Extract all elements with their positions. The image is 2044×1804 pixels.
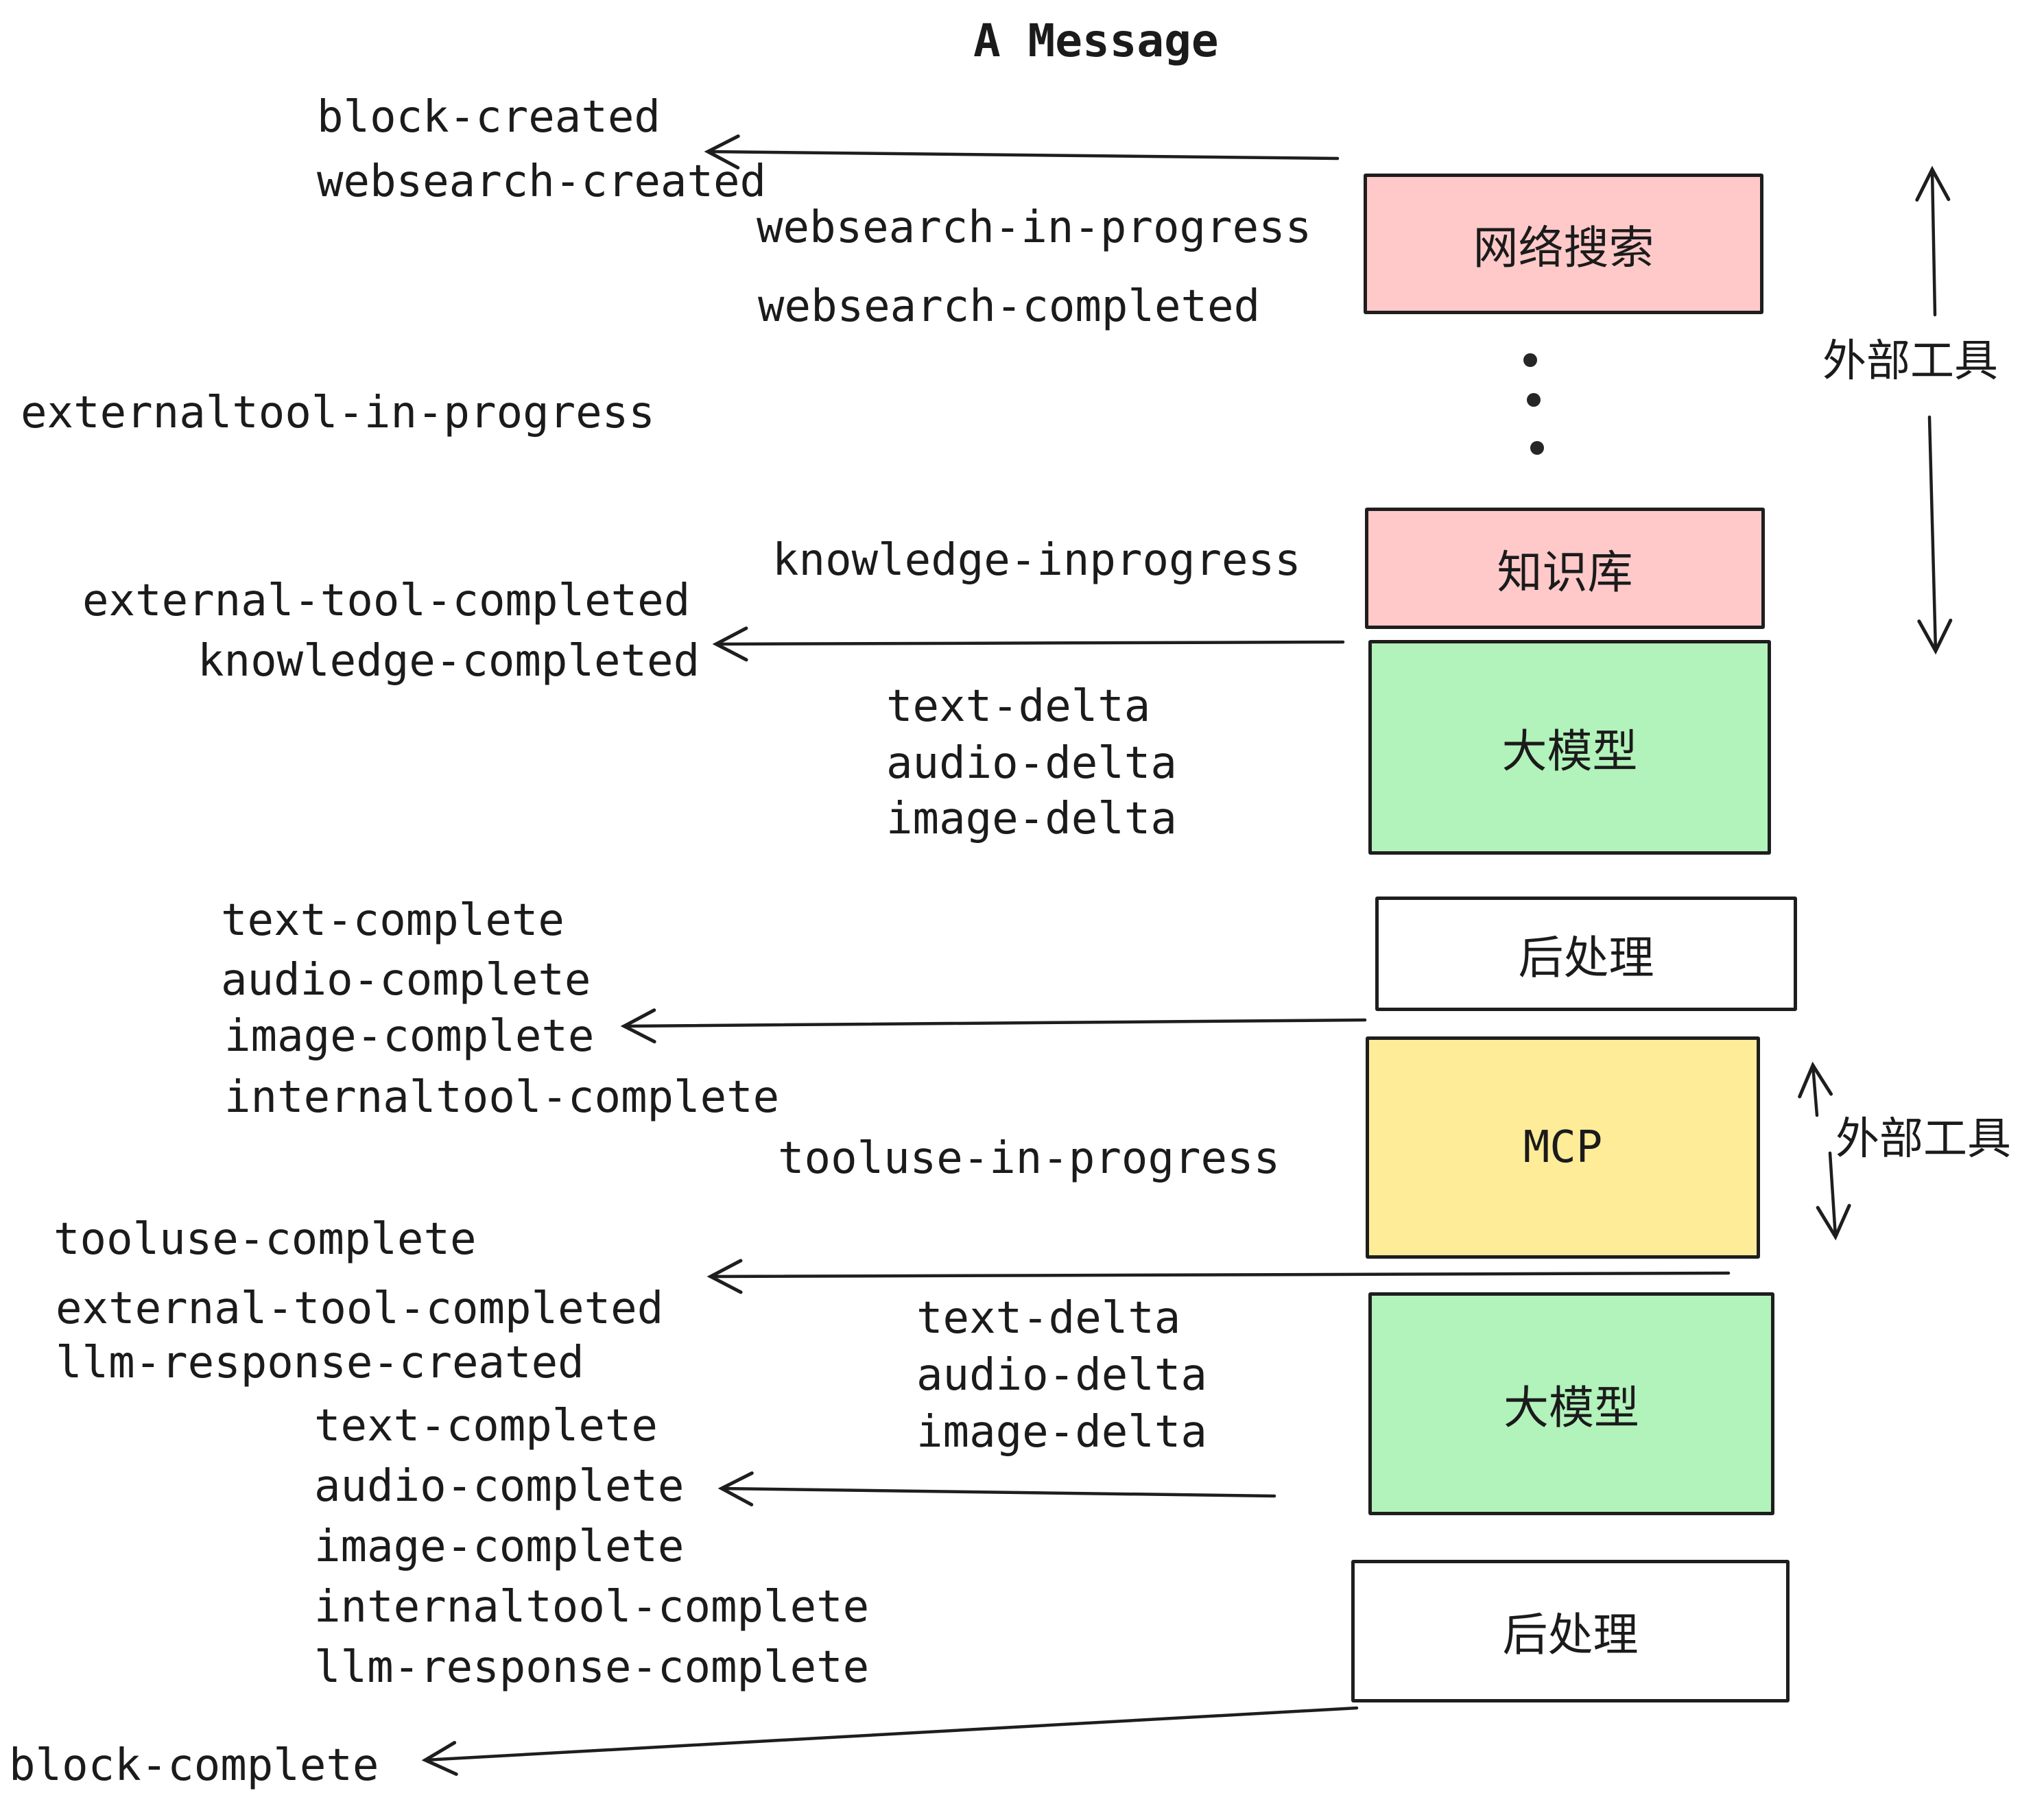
arrow-websearch-to-block-created [704,134,1340,169]
arrow-to-image-complete [620,1008,1367,1044]
event-image-complete-2: image-complete [314,1521,685,1572]
event-external-tool-completed-2: external-tool-completed [56,1283,664,1334]
event-tooluse-in-progress: tooluse-in-progress [778,1133,1281,1184]
box-llm-1-label: 大模型 [1501,725,1638,776]
arrow-llm2-to-audio-complete [717,1471,1276,1507]
event-block-created: block-created [317,92,661,143]
event-tooluse-complete: tooluse-complete [54,1214,477,1265]
box-llm-2-label: 大模型 [1504,1381,1639,1433]
label-external-tools-top: 外部工具 [1822,336,1998,385]
event-internaltool-complete-1: internaltool-complete [224,1072,780,1123]
box-postprocess-1-label: 后处理 [1518,931,1654,983]
box-postprocess-2-label: 后处理 [1502,1609,1639,1660]
event-audio-delta-1: audio-delta [886,738,1177,789]
box-websearch-label: 网络搜索 [1473,222,1654,273]
event-text-delta-2: text-delta [916,1293,1181,1344]
event-image-delta-1: image-delta [886,794,1177,844]
box-websearch: 网络搜索 [1364,174,1763,314]
event-websearch-completed: websearch-completed [758,281,1261,332]
box-mcp-label: MCP [1523,1122,1603,1173]
arrow-external-tools-top-up [1915,165,1951,317]
box-llm-2: 大模型 [1368,1292,1774,1515]
event-llm-response-created: llm-response-created [56,1338,584,1388]
event-external-tool-completed: external-tool-completed [82,575,691,626]
box-mcp: MCP [1366,1036,1760,1259]
page-title: A Message [973,14,1219,67]
box-postprocess-1: 后处理 [1375,897,1797,1011]
event-internaltool-complete-2: internaltool-complete [314,1582,870,1633]
event-text-delta-1: text-delta [886,681,1151,732]
arrow-knowledge-to-knowledge-completed [712,626,1345,662]
label-external-tools-bottom: 外部工具 [1835,1114,2011,1163]
arrow-external-tools-bottom-down [1816,1151,1851,1241]
box-knowledge-label: 知识库 [1497,546,1633,597]
box-knowledge: 知识库 [1365,508,1765,629]
event-knowledge-inprogress: knowledge-inprogress [772,535,1301,586]
event-audio-delta-2: audio-delta [916,1350,1207,1401]
event-block-complete: block-complete [9,1740,379,1791]
event-text-complete-2: text-complete [314,1401,658,1451]
event-websearch-created: websearch-created [317,156,767,207]
event-text-complete-1: text-complete [221,895,565,946]
box-llm-1: 大模型 [1368,640,1771,855]
arrow-external-tools-top-down [1917,415,1953,655]
ellipsis-dots-icon [1523,353,1544,455]
event-audio-complete-2: audio-complete [314,1461,685,1512]
event-image-complete-1: image-complete [224,1011,595,1062]
event-knowledge-completed: knowledge-completed [198,636,700,687]
event-image-delta-2: image-delta [916,1407,1207,1458]
event-websearch-in-progress: websearch-in-progress [757,202,1312,253]
event-externaltool-in-progress: externaltool-in-progress [21,388,655,438]
event-llm-response-complete: llm-response-complete [314,1642,870,1693]
arrow-external-tools-bottom-up [1798,1061,1833,1117]
arrow-mcp-to-tooluse-complete [706,1259,1731,1294]
box-postprocess-2: 后处理 [1351,1560,1790,1702]
arrow-post2-to-block-complete [421,1706,1359,1777]
event-audio-complete-1: audio-complete [221,955,591,1006]
